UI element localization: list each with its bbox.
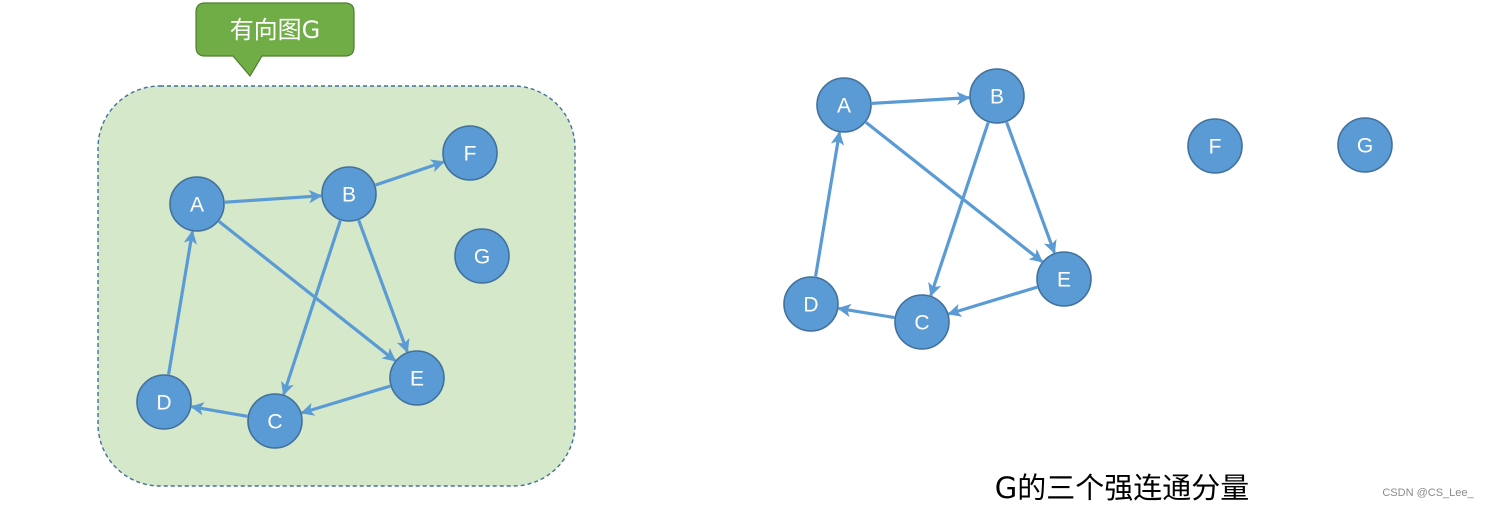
left-node-circle-E [389,350,445,406]
left-node-label-G: G [474,246,490,269]
left-node-label-B: B [342,184,356,207]
left-node-A: A [169,176,225,232]
right-edge-A-B [871,91,971,106]
left-node-B: B [321,166,377,222]
right-graph-edges [814,91,1057,320]
right-node-circle-C [894,294,950,350]
left-graph-nodes: A B F G D C E [136,125,510,449]
right-node-G: G [1337,117,1393,173]
right-node-E: E [1036,251,1092,307]
right-edge-C-D [837,303,895,320]
right-node-circle-G [1337,117,1393,173]
left-node-circle-F [442,125,498,181]
left-edge-B-C [281,220,342,396]
left-node-label-C: C [267,411,282,434]
left-edge-C-D [190,402,248,418]
left-node-circle-G [454,228,510,284]
watermark: CSDN @CS_Lee_ [1382,487,1474,499]
left-node-label-E: E [410,368,424,391]
left-edge-D-A [167,230,198,375]
right-edge-A-E [864,121,1044,263]
right-graph-nodes: A B F G D C E [783,68,1393,350]
left-node-C: C [247,393,303,449]
right-node-circle-B [969,68,1025,124]
right-node-label-B: B [990,86,1004,109]
left-node-G: G [454,228,510,284]
right-node-circle-E [1036,251,1092,307]
left-edge-A-E [217,220,397,362]
left-node-circle-A [169,176,225,232]
right-edge-B-E [1005,121,1057,254]
graph-title-callout: 有向图G [195,2,355,78]
right-node-circle-A [816,77,872,133]
right-edge-D-A [814,131,845,277]
left-edge-A-B [224,189,323,204]
left-node-label-F: F [464,143,477,166]
left-edge-B-E [357,219,410,353]
right-node-circle-D [783,276,839,332]
right-node-label-D: D [803,294,818,317]
right-edge-E-C [947,285,1038,317]
right-node-label-F: F [1209,136,1222,159]
left-node-circle-B [321,166,377,222]
left-node-label-D: D [156,392,171,415]
right-edge-B-C [928,122,990,297]
right-node-label-G: G [1357,135,1373,158]
callout-label: 有向图G [230,16,321,44]
left-node-circle-C [247,393,303,449]
left-node-circle-D [136,374,192,430]
callout-bubble [195,2,355,78]
right-node-label-E: E [1057,269,1071,292]
right-node-B: B [969,68,1025,124]
left-node-D: D [136,374,192,430]
right-node-A: A [816,77,872,133]
left-node-F: F [442,125,498,181]
right-node-D: D [783,276,839,332]
right-node-label-C: C [914,312,929,335]
left-edge-B-F [375,159,445,187]
left-edge-E-C [300,384,391,416]
left-node-E: E [389,350,445,406]
components-caption: G的三个强连通分量 [995,471,1249,505]
left-node-label-A: A [190,194,204,217]
right-node-C: C [894,294,950,350]
left-graph-edges [167,159,445,418]
right-node-circle-F [1187,118,1243,174]
right-node-label-A: A [837,95,851,118]
right-node-F: F [1187,118,1243,174]
